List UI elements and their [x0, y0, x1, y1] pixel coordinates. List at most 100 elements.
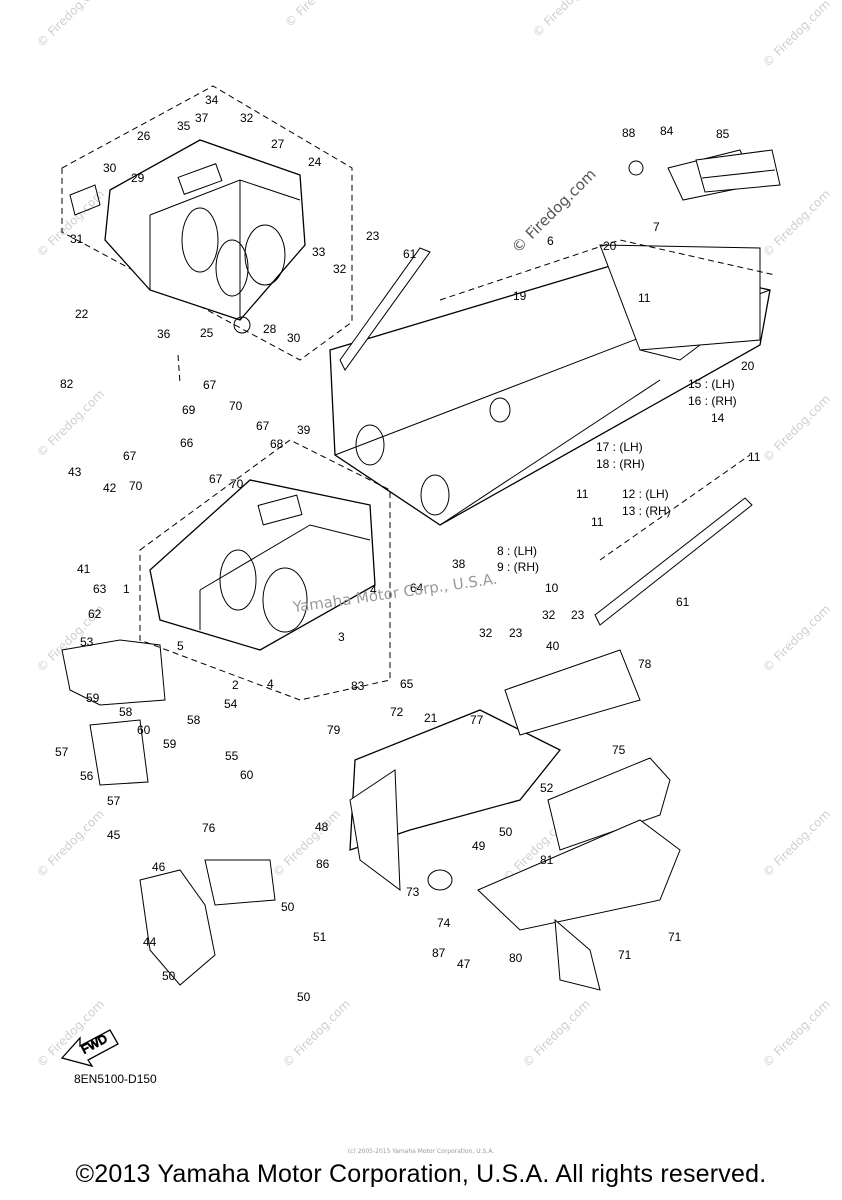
callout-label: 67 — [256, 419, 270, 433]
callout-label: 67 — [209, 472, 223, 486]
callout-label: 44 — [143, 935, 157, 949]
callout-label: 23 — [509, 626, 523, 640]
callout-label: 9 : (RH) — [497, 560, 539, 574]
callout-label: 74 — [437, 916, 451, 930]
callout-label: 2 — [232, 678, 239, 692]
forward-arrow-icon: FWD — [60, 1029, 119, 1068]
callout-label: 21 — [424, 711, 438, 725]
lower-frame-part — [149, 479, 376, 651]
callout-label: 5 — [177, 639, 184, 653]
callout-label: 57 — [55, 745, 69, 759]
callout-label: 59 — [86, 691, 100, 705]
callout-label: 11 — [591, 515, 604, 529]
callout-label: 65 — [400, 677, 414, 691]
callout-label: 30 — [103, 161, 117, 175]
callout-label: 70 — [230, 477, 244, 491]
callout-label: 36 — [157, 327, 171, 341]
callout-label: 71 — [618, 948, 632, 962]
step-plate-part — [89, 719, 149, 786]
callout-label: 70 — [229, 399, 243, 413]
callout-label: 31 — [70, 232, 84, 246]
callout-label: 82 — [60, 377, 74, 391]
callout-label: 67 — [123, 449, 137, 463]
callout-label: 37 — [195, 111, 209, 125]
callout-label: 39 — [297, 423, 311, 437]
main-chassis-part — [329, 244, 771, 526]
callout-label: 48 — [315, 820, 329, 834]
callout-label: 32 — [333, 262, 347, 276]
callout-label: 45 — [107, 828, 121, 842]
callout-label: 8 : (LH) — [497, 544, 537, 558]
diagram-code: 8EN5100-D150 — [74, 1072, 157, 1086]
callout-label: 50 — [162, 969, 176, 983]
callout-label: 4 — [370, 583, 377, 597]
callout-label: 19 — [513, 289, 527, 303]
callout-label: 56 — [80, 769, 94, 783]
callout-label: 27 — [271, 137, 285, 151]
callout-label: 10 — [545, 581, 559, 595]
callout-label: 72 — [390, 705, 404, 719]
side-cover-part — [547, 757, 671, 851]
cap-part — [628, 160, 644, 176]
callout-label: 66 — [180, 436, 194, 450]
callout-label: 86 — [316, 857, 330, 871]
callout-label: 87 — [432, 946, 446, 960]
callout-label: 4 — [267, 677, 274, 691]
callout-label: 47 — [457, 957, 471, 971]
callout-label: 25 — [200, 326, 214, 340]
callout-label: 55 — [225, 749, 239, 763]
callout-label: 58 — [187, 713, 201, 727]
callout-label: 18 : (RH) — [596, 457, 645, 471]
callout-label: 76 — [202, 821, 216, 835]
callout-label: 20 — [741, 359, 755, 373]
callout-label: 71 — [668, 930, 682, 944]
front-rail-part — [339, 247, 431, 371]
callout-label: 1 — [123, 582, 130, 596]
callout-label: 23 — [366, 229, 380, 243]
callout-label: 83 — [351, 679, 365, 693]
callout-label: 70 — [129, 479, 143, 493]
callout-label: 29 — [131, 171, 145, 185]
callout-label: 73 — [406, 885, 420, 899]
callout-label: 28 — [263, 322, 277, 336]
callout-label: 32 — [542, 608, 556, 622]
callout-label: 84 — [660, 124, 674, 138]
callout-label: 11 — [748, 450, 761, 464]
callout-label: 12 : (LH) — [622, 487, 669, 501]
callout-label: 6 — [547, 234, 554, 248]
bumper-part — [61, 639, 166, 706]
callout-label: 34 — [205, 93, 219, 107]
callout-label: 53 — [80, 635, 94, 649]
callout-label: 49 — [472, 839, 486, 853]
callout-label: 67 — [203, 378, 217, 392]
callout-label: 11 — [576, 487, 589, 501]
callout-label: 7 — [653, 220, 660, 234]
callout-label: 61 — [403, 247, 417, 261]
callout-label: 63 — [93, 582, 107, 596]
lower-guard-part — [477, 819, 681, 931]
callout-label: 41 — [77, 562, 91, 576]
callout-label: 22 — [75, 307, 89, 321]
callout-label: 38 — [452, 557, 466, 571]
callout-label: 23 — [571, 608, 585, 622]
callout-label: 50 — [297, 990, 311, 1004]
fine-print: (c) 2005-2015 Yamaha Motor Corporation, … — [347, 1148, 495, 1155]
callout-label: 3 — [338, 630, 345, 644]
callout-label: 46 — [152, 860, 166, 874]
callout-label: 13 : (RH) — [622, 504, 671, 518]
callout-label: 42 — [103, 481, 117, 495]
callout-label: 58 — [119, 705, 133, 719]
callout-label: 14 — [711, 411, 725, 425]
callout-label: 78 — [638, 657, 652, 671]
callout-label: 51 — [313, 930, 327, 944]
callout-label: 24 — [308, 155, 322, 169]
callout-label: 77 — [470, 713, 484, 727]
callout-label: 15 : (LH) — [688, 377, 735, 391]
callout-label: 85 — [716, 127, 730, 141]
callout-label: 61 — [676, 595, 690, 609]
footer-copyright: ©2013 Yamaha Motor Corporation, U.S.A. A… — [75, 1160, 767, 1188]
callout-label: 50 — [281, 900, 295, 914]
callout-label: 17 : (LH) — [596, 440, 643, 454]
callout-label: 16 : (RH) — [688, 394, 737, 408]
